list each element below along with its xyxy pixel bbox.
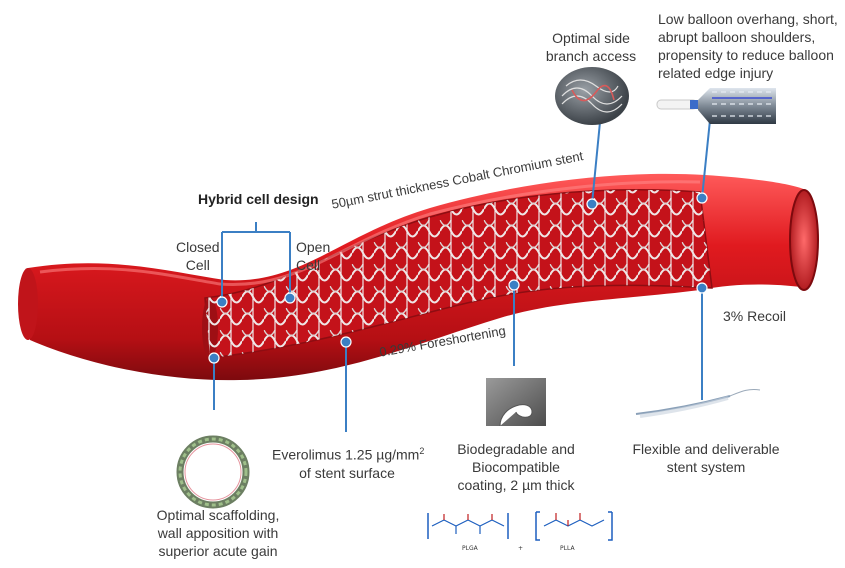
callout-lines: [213, 119, 711, 432]
plga-label: PLGA: [462, 545, 478, 552]
balloon-label: Low balloon overhang, short, abrupt ball…: [658, 11, 838, 81]
scaffolding-ring-image: [176, 435, 250, 509]
everolimus-superscript: 2: [419, 446, 425, 456]
vessel-highlight: [39, 180, 701, 287]
delivery-system-image: [635, 389, 761, 418]
hybrid-bracket: [222, 222, 290, 233]
everolimus-label: Everolimus 1.25 µg/mm2 of stent surface: [272, 442, 425, 482]
side-branch-image: [555, 67, 629, 125]
plla-label: PLLA: [560, 545, 575, 552]
vessel-right-opening: [789, 189, 819, 291]
side-branch-line: [591, 121, 601, 205]
scaffolding-label: Optimal scaffolding, wall apposition wit…: [156, 507, 280, 559]
open-cell-label: Open Cell: [296, 239, 331, 273]
closed-cell-label: Closed Cell: [176, 239, 220, 273]
hybrid-cell-title: Hybrid cell design: [198, 191, 319, 207]
everolimus-line1: Everolimus 1.25 µg/mm: [272, 446, 420, 463]
balloon-line: [701, 119, 711, 199]
chemical-structure: [427, 511, 613, 541]
vessel-left-opening: [18, 268, 38, 340]
recoil-label: 3% Recoil: [723, 308, 787, 324]
flexible-label: Flexible and deliverable stent system: [632, 441, 780, 475]
plus-label: +: [518, 545, 524, 552]
coating-image: [486, 378, 546, 427]
callout-dots: [208, 192, 708, 364]
everolimus-line2: of stent surface: [299, 464, 395, 481]
balloon-image: [656, 88, 776, 124]
side-branch-label: Optimal side branch access: [545, 30, 637, 64]
biodegradable-label: Biodegradable and Biocompatible coating,…: [457, 441, 575, 493]
